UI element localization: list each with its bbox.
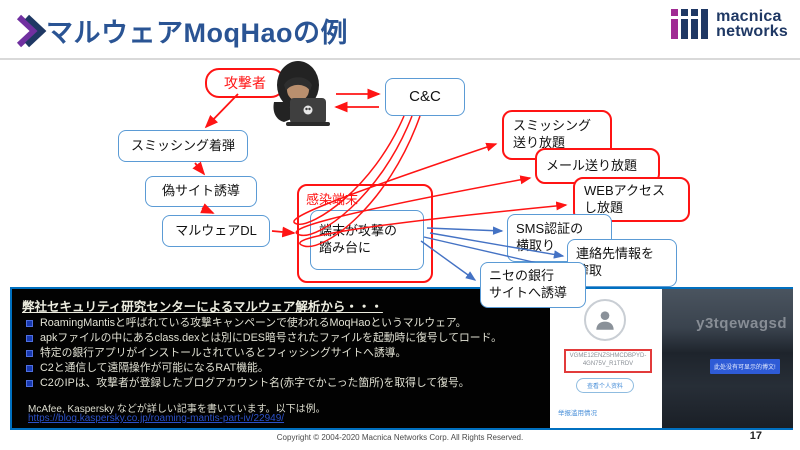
bullet-square-icon [26, 334, 33, 342]
kaspersky-link[interactable]: https://blog.kaspersky.co.jp/roaming-man… [28, 413, 285, 424]
chevron-icon [16, 14, 47, 48]
bullet-text: RoamingMantisと呼ばれている攻撃キャンペーンで使われるMoqHaoと… [40, 317, 467, 329]
page-title: マルウェアMoqHaoの例 [46, 18, 348, 48]
stepping-stone-box: 端末が攻撃の 踏み台に [310, 210, 424, 270]
list-item: RoamingMantisと呼ばれている攻撃キャンペーンで使われるMoqHaoと… [26, 317, 556, 330]
attacker-label: 攻撃者 [205, 68, 285, 98]
bullet-text: C2と通信して遠隔操作が可能になるRAT機能。 [40, 361, 269, 374]
report-abuse-link: 举报滥用情况 [558, 410, 597, 417]
malware-dl-box: マルウェアDL [162, 215, 270, 247]
bullet-square-icon [26, 349, 33, 357]
web-access-box: WEBアクセス し放題 [573, 177, 690, 222]
cc-box: C&C [385, 78, 465, 116]
logo-line1: macnica [716, 7, 782, 25]
no-posts-button: 此处没有可显示的博文! [710, 359, 780, 374]
copyright-text: Copyright © 2004-2020 Macnica Networks C… [276, 433, 524, 442]
list-item: C2と通信して遠隔操作が可能になるRAT機能。 [26, 362, 556, 375]
list-item: C2のIPは、攻撃者が登録したブログアカウント名(赤字でかこった箇所)を取得して… [26, 377, 556, 390]
bullet-text: apkファイルの中にあるclass.dexとは別にDES暗号されたファイルを起動… [40, 331, 502, 344]
analysis-panel: 弊社セキュリティ研究センターによるマルウェア解析から・・・ RoamingMan… [10, 287, 793, 430]
hacker-icon [273, 61, 330, 126]
logo-line2: networks [716, 23, 788, 40]
view-profile-button: 查看个人资料 [576, 378, 634, 393]
macnica-logo-mark [671, 9, 709, 39]
fake-bank-box: ニセの銀行 サイトへ誘導 [480, 262, 586, 308]
person-icon [596, 311, 614, 330]
avatar [584, 299, 626, 341]
bullet-text: C2のIPは、攻撃者が登録したブログアカウント名(赤字でかこった箇所)を取得して… [40, 376, 470, 389]
blog-account-code: VGME12ENZSHMCDBPYD- 4GN75V_R1TRDV [564, 349, 652, 373]
macnica-logo-text: macnica networks [716, 7, 788, 40]
macnica-logo: macnica networks [671, 7, 788, 41]
reference-note: McAfee, Kaspersky などが詳しい記事を書いています。以下は例。 [28, 404, 326, 415]
bullet-square-icon [26, 364, 33, 372]
smishing-arrival-box: スミッシング着弾 [118, 130, 248, 162]
analysis-heading: 弊社セキュリティ研究センターによるマルウェア解析から・・・ [22, 300, 383, 314]
page-number: 17 [749, 430, 762, 442]
fake-site-box: 偽サイト誘導 [145, 176, 257, 207]
profile-screenshot: VGME12ENZSHMCDBPYD- 4GN75V_R1TRDV 查看个人资料… [550, 289, 662, 428]
bullet-square-icon [26, 320, 33, 327]
slide-header: マルウェアMoqHaoの例 macnica networks [0, 0, 800, 60]
bullet-square-icon [26, 379, 33, 387]
list-item: apkファイルの中にあるclass.dexとは別にDES暗号されたファイルを起動… [26, 332, 556, 345]
bullet-text: 特定の銀行アプリがインストールされているとフィッシングサイトへ誘導。 [40, 346, 407, 359]
infected-terminal-label: 感染端末 [306, 192, 359, 207]
list-item: 特定の銀行アプリがインストールされているとフィッシングサイトへ誘導。 [26, 347, 556, 360]
analysis-bullets: RoamingMantisと呼ばれている攻撃キャンペーンで使われるMoqHaoと… [26, 317, 556, 392]
blog-screenshot: y3tqewagsd 此处没有可显示的博文! [662, 289, 793, 428]
blog-handle: y3tqewagsd [696, 315, 787, 332]
